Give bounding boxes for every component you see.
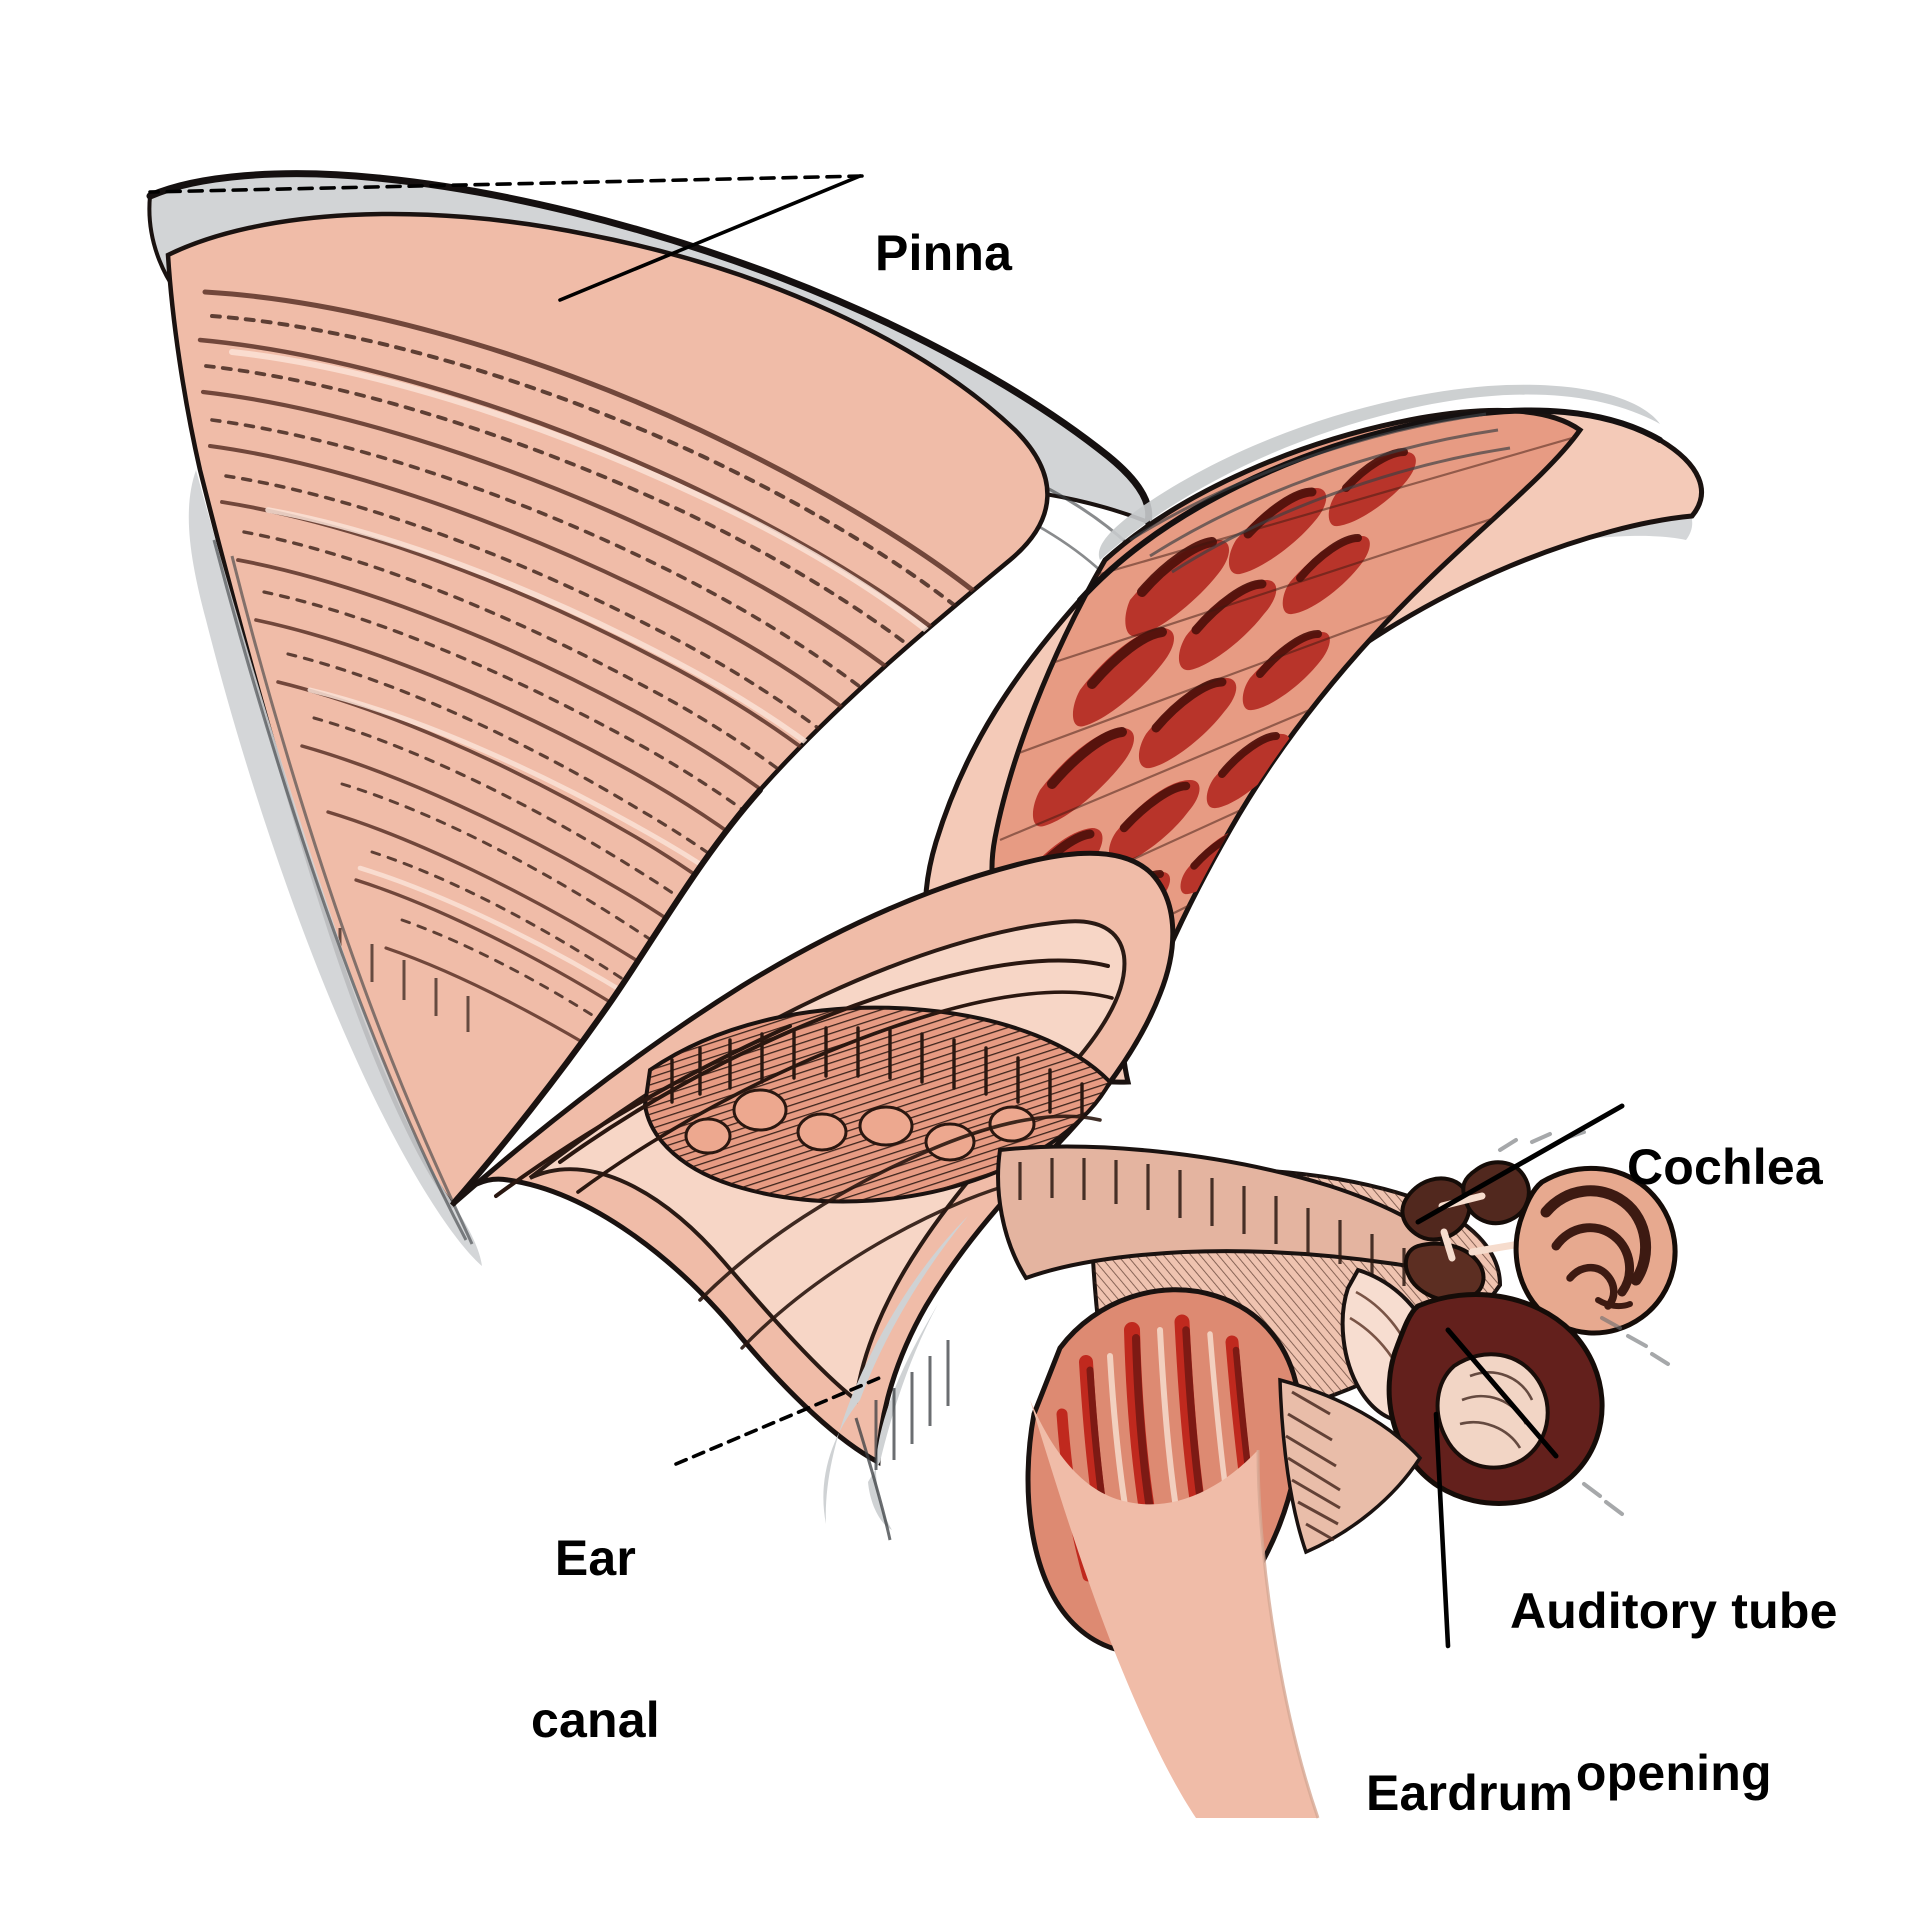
leader-eardrum — [1433, 1411, 1451, 1649]
label-cochlea-line-1: Cochlea — [1627, 1139, 1823, 1195]
leader-ear-canal — [674, 1374, 886, 1466]
label-cochlea: Cochlea — [1627, 1032, 1823, 1302]
diagram-canvas: Pinna Cochlea Auditory tube opening Eard… — [146, 118, 1838, 1820]
pinna-skin-surface — [165, 211, 1050, 1209]
label-auditory-tube-opening: Auditory tube opening — [1510, 1476, 1838, 1908]
lower-skin-tail — [1030, 1400, 1320, 1819]
middle-ear-complex — [1386, 1130, 1678, 1516]
leader-pinna-short — [558, 174, 862, 302]
leader-auditory-tube — [1445, 1327, 1559, 1459]
leader-pinna — [148, 174, 864, 194]
label-auditory-tube-line-1: Auditory tube — [1510, 1583, 1838, 1639]
cochlea-spiral — [1513, 1165, 1678, 1336]
label-pinna: Pinna — [875, 118, 1012, 388]
canal-outer-shadow — [823, 1216, 968, 1541]
label-eardrum: Eardrum — [1366, 1658, 1573, 1928]
pinna-lower-shadow — [188, 470, 482, 1266]
label-auditory-tube-line-2: opening — [1575, 1745, 1772, 1801]
label-ear-canal-line-1: Ear — [554, 1530, 637, 1586]
label-ear-canal: Ear canal — [531, 1423, 660, 1855]
leader-cochlea — [1415, 1103, 1625, 1225]
label-ear-canal-line-2: canal — [531, 1692, 660, 1748]
ear-anatomy-illustration — [146, 170, 1704, 1819]
leader-lines — [148, 174, 1625, 1649]
label-eardrum-line-1: Eardrum — [1366, 1765, 1574, 1821]
temporal-wing-hatch — [1278, 1377, 1423, 1555]
label-pinna-line-1: Pinna — [875, 225, 1013, 281]
